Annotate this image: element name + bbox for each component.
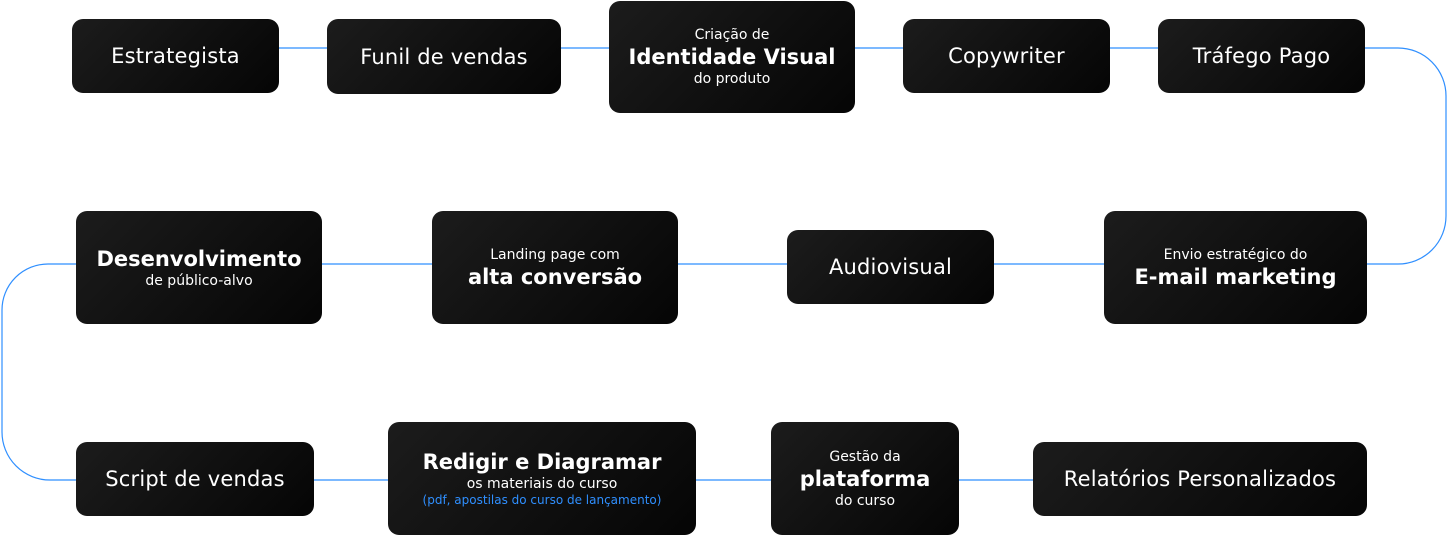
node-top-text: Criação de: [694, 27, 770, 43]
connector-curve-left: [1, 263, 77, 481]
node-bold-text: E-mail marketing: [1134, 264, 1337, 289]
node-note-text: (pdf, apostilas do curso de lançamento): [422, 493, 662, 507]
node-label: Estrategista: [111, 44, 240, 68]
node-landing-page: Landing page com alta conversão: [432, 211, 678, 324]
node-label: Audiovisual: [828, 255, 953, 279]
node-bottom-text: os materiais do curso: [466, 476, 618, 492]
node-email-marketing: Envio estratégico do E-mail marketing: [1104, 211, 1367, 324]
node-estrategista: Estrategista: [72, 19, 279, 93]
node-desenvolvimento-publico: Desenvolvimento de público-alvo: [76, 211, 322, 324]
node-label: Tráfego Pago: [1192, 44, 1331, 68]
node-relatorios-personalizados: Relatórios Personalizados: [1033, 442, 1367, 516]
node-label: Copywriter: [948, 44, 1065, 68]
node-identidade-visual: Criação de Identidade Visual do produto: [609, 1, 855, 113]
node-bottom-text: de público-alvo: [145, 272, 253, 289]
node-funil-de-vendas: Funil de vendas: [327, 19, 561, 94]
node-copywriter: Copywriter: [903, 19, 1110, 93]
node-bold-text: Identidade Visual: [628, 45, 836, 69]
node-label: Script de vendas: [105, 467, 285, 491]
node-redigir-diagramar: Redigir e Diagramar os materiais do curs…: [388, 422, 696, 535]
node-top-text: Envio estratégico do: [1163, 246, 1308, 263]
node-bottom-text: do produto: [693, 71, 771, 87]
node-audiovisual: Audiovisual: [787, 230, 994, 304]
node-label: Funil de vendas: [360, 44, 528, 69]
node-gestao-plataforma: Gestão da plataforma do curso: [771, 422, 959, 535]
node-bold-text: alta conversão: [467, 264, 643, 289]
node-top-text: Landing page com: [490, 246, 620, 263]
node-bold-text: Redigir e Diagramar: [422, 450, 662, 474]
connector-curve-right: [1364, 47, 1447, 265]
node-bold-text: Desenvolvimento: [96, 246, 302, 271]
node-bold-text: plataforma: [799, 466, 931, 491]
node-bottom-text: do curso: [834, 492, 896, 509]
node-top-text: Gestão da: [829, 448, 901, 465]
node-trafego-pago: Tráfego Pago: [1158, 19, 1365, 93]
node-script-de-vendas: Script de vendas: [76, 442, 314, 516]
node-label: Relatórios Personalizados: [1063, 467, 1337, 491]
